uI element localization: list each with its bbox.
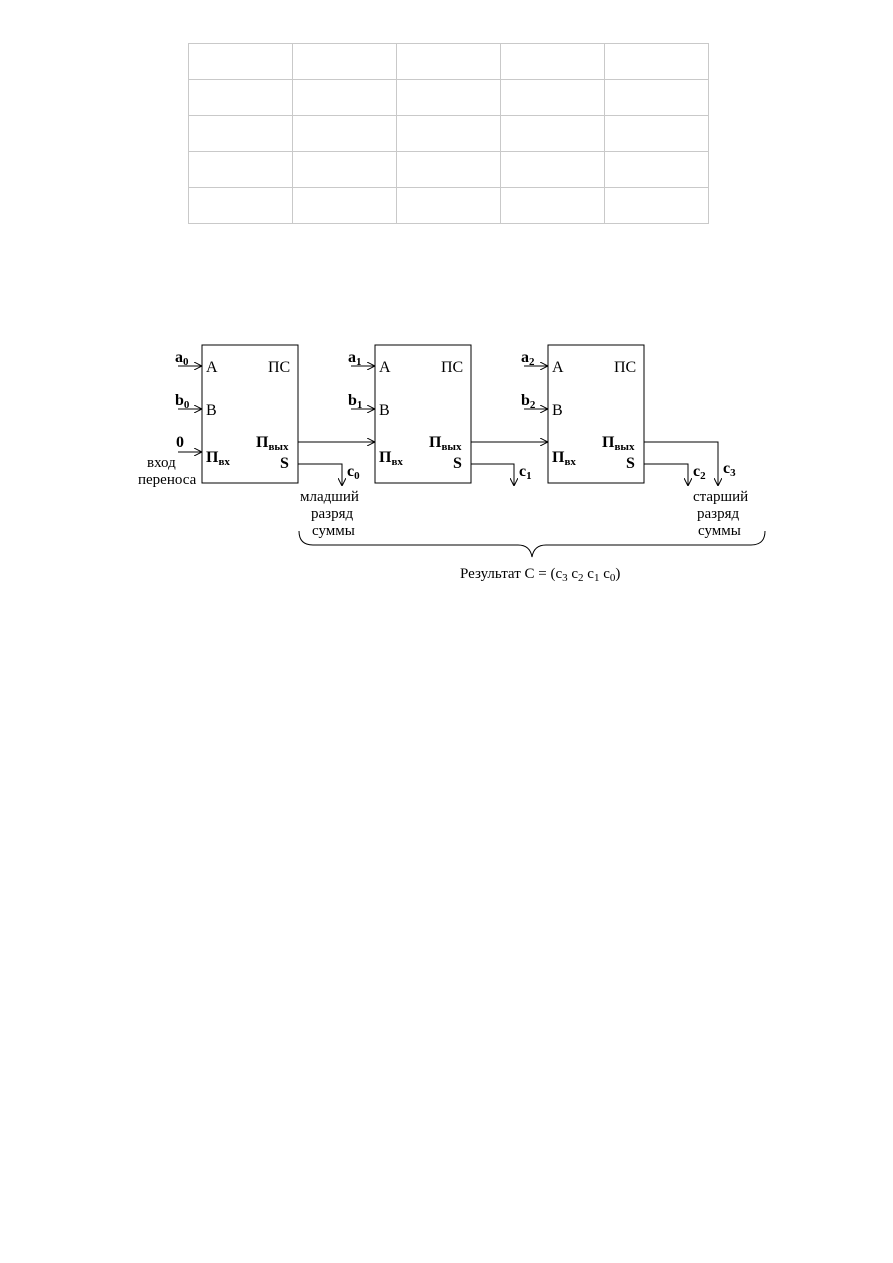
low-bit-caption-3: суммы <box>312 523 355 539</box>
table-cell <box>500 115 605 152</box>
input-b-label: B <box>206 402 217 419</box>
table-cell <box>500 79 605 116</box>
sum-line-c2 <box>644 463 688 485</box>
table-cell <box>500 187 605 224</box>
input-a1: a1 <box>348 349 362 368</box>
adder-block-0: A B Пвх ПС Пвых S a0 b0 0 вход переноса <box>138 344 299 488</box>
sum-label: S <box>626 455 635 472</box>
carry-in-label: Пвх <box>206 449 230 468</box>
high-bit-caption-3: суммы <box>698 523 741 539</box>
carry-in-label: Пвх <box>379 449 403 468</box>
input-a0: a0 <box>175 349 189 368</box>
table-cell <box>604 187 709 224</box>
table-cell <box>604 115 709 152</box>
table-cell <box>292 79 397 116</box>
output-c0: c0 <box>347 463 360 482</box>
sum-label: S <box>280 455 289 472</box>
output-c1: c1 <box>519 463 532 482</box>
table-cell <box>188 79 293 116</box>
input-b-label: B <box>552 402 563 419</box>
low-bit-caption-1: младший <box>300 489 359 505</box>
carry-out-label: Пвых <box>602 434 635 453</box>
sum-line-c1 <box>471 463 514 485</box>
low-bit-caption-2: разряд <box>311 506 353 522</box>
table-cell <box>396 43 501 80</box>
empty-table <box>188 43 709 224</box>
input-a-label: A <box>379 359 391 376</box>
adder-title: ПС <box>441 359 463 376</box>
adder-title: ПС <box>614 359 636 376</box>
adder-block-1: A B Пвх ПС Пвых S a1 b1 <box>348 344 472 484</box>
table-cell <box>188 151 293 188</box>
input-a-label: A <box>552 359 564 376</box>
carry-in-zero: 0 <box>176 434 184 451</box>
table-cell <box>188 115 293 152</box>
output-c2: c2 <box>693 463 706 482</box>
table-cell <box>292 115 397 152</box>
high-bit-caption-1: старший <box>693 489 748 505</box>
carry-out-label: Пвых <box>256 434 289 453</box>
adder-box <box>374 344 472 484</box>
carry-out-line-c3 <box>644 441 718 485</box>
table-cell <box>396 115 501 152</box>
sum-label: S <box>453 455 462 472</box>
high-bit-caption-2: разряд <box>697 506 739 522</box>
carry-in-label: Пвх <box>552 449 576 468</box>
adder-box <box>201 344 299 484</box>
sum-line-c0 <box>298 463 342 485</box>
output-c3: c3 <box>723 460 736 479</box>
input-a-label: A <box>206 359 218 376</box>
adder-box <box>547 344 645 484</box>
table-row <box>188 187 709 224</box>
input-b2: b2 <box>521 392 536 411</box>
table-row <box>188 79 709 116</box>
input-b-label: B <box>379 402 390 419</box>
table-cell <box>396 187 501 224</box>
table-row <box>188 115 709 152</box>
adder-block-2: A B Пвх ПС Пвых S a2 b2 <box>521 344 645 484</box>
carry-in-caption-2: переноса <box>138 472 197 488</box>
input-a2: a2 <box>521 349 535 368</box>
input-b1: b1 <box>348 392 362 411</box>
input-b0: b0 <box>175 392 190 411</box>
table-cell <box>292 187 397 224</box>
result-caption: Результат C = (c3 c2 c1 c0) <box>460 566 620 584</box>
table-cell <box>188 187 293 224</box>
result-brace <box>298 530 766 558</box>
carry-out-label: Пвых <box>429 434 462 453</box>
carry-in-caption-1: вход <box>147 455 176 471</box>
table-cell <box>500 151 605 188</box>
adder-title: ПС <box>268 359 290 376</box>
